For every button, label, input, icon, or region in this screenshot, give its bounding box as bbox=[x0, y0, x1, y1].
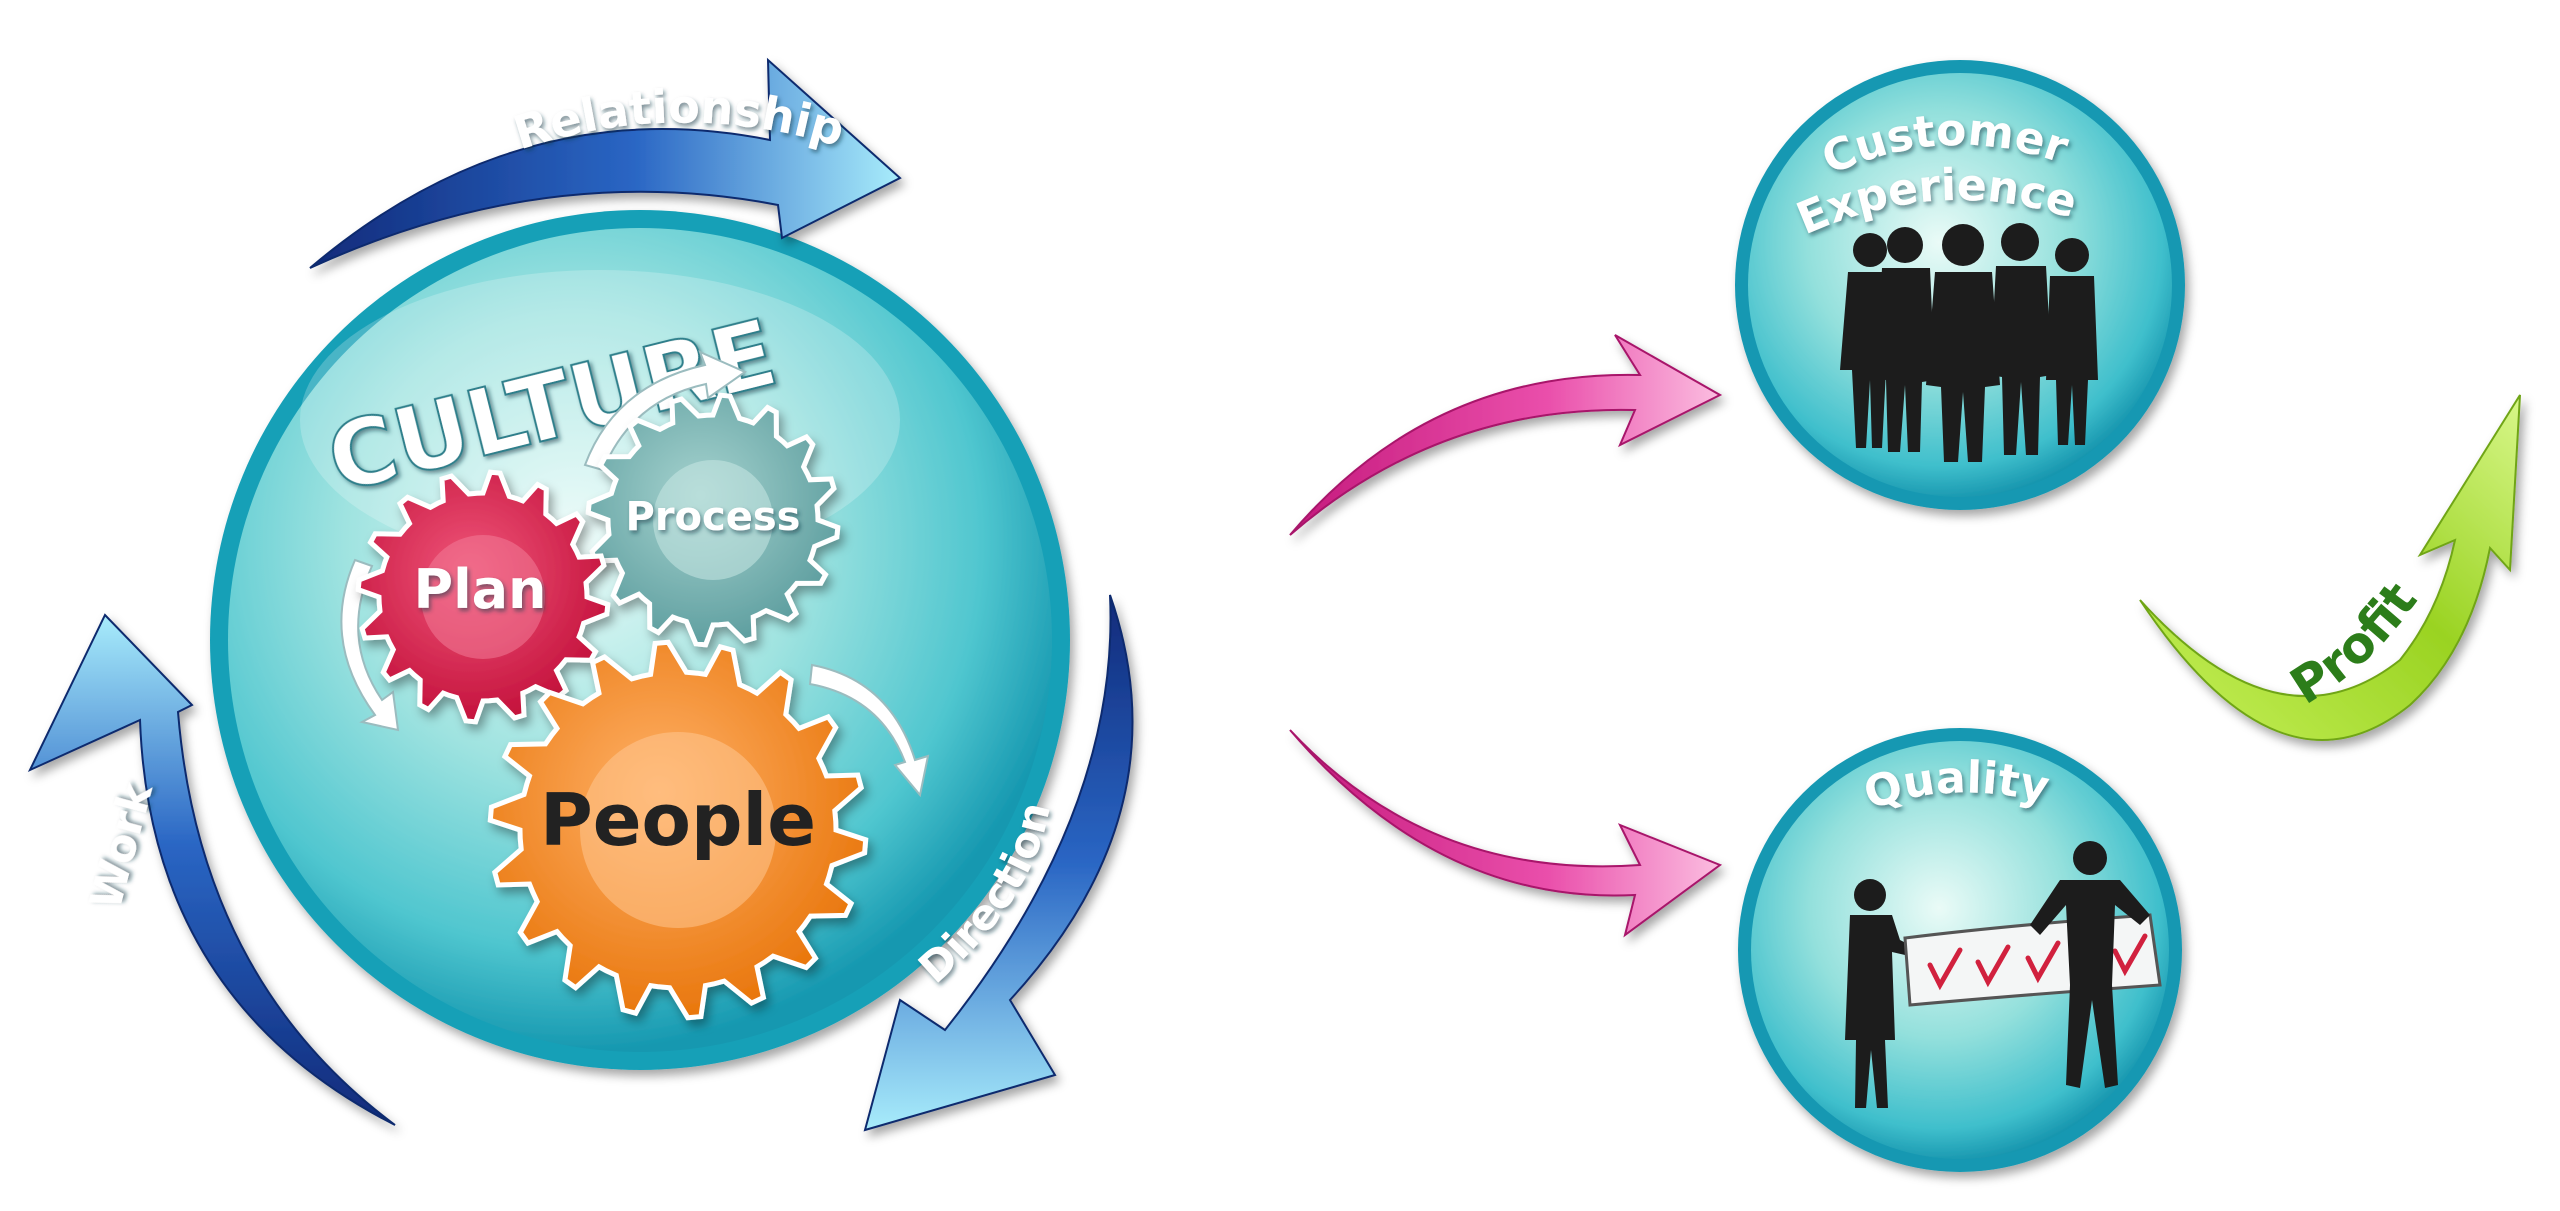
white-arrow-left bbox=[340, 558, 400, 732]
plan-label: Plan bbox=[414, 558, 547, 621]
gear-hub bbox=[421, 535, 545, 659]
process-label: Process bbox=[626, 494, 801, 540]
work-label: Work bbox=[80, 776, 163, 915]
magenta-arrow-bottom bbox=[1289, 729, 1723, 938]
people-gear bbox=[487, 639, 869, 1021]
gear-hub bbox=[580, 732, 776, 928]
cycle-arrows-white bbox=[340, 350, 930, 798]
work-arrow bbox=[27, 613, 396, 1126]
magenta-arrow-top bbox=[1289, 334, 1723, 536]
people-silhouette-icon bbox=[1840, 223, 2098, 462]
gear-hub bbox=[653, 460, 773, 580]
plan-gear bbox=[355, 469, 611, 725]
direction-arrow bbox=[863, 594, 1134, 1132]
process-gear bbox=[585, 392, 841, 648]
people-label: People bbox=[540, 778, 816, 862]
white-arrow-right bbox=[808, 663, 930, 798]
banner-checkmarks-icon bbox=[1845, 841, 2162, 1108]
white-arrow-top bbox=[583, 350, 748, 472]
profit-arrow bbox=[2139, 394, 2521, 741]
relationship-arrow bbox=[309, 57, 902, 269]
